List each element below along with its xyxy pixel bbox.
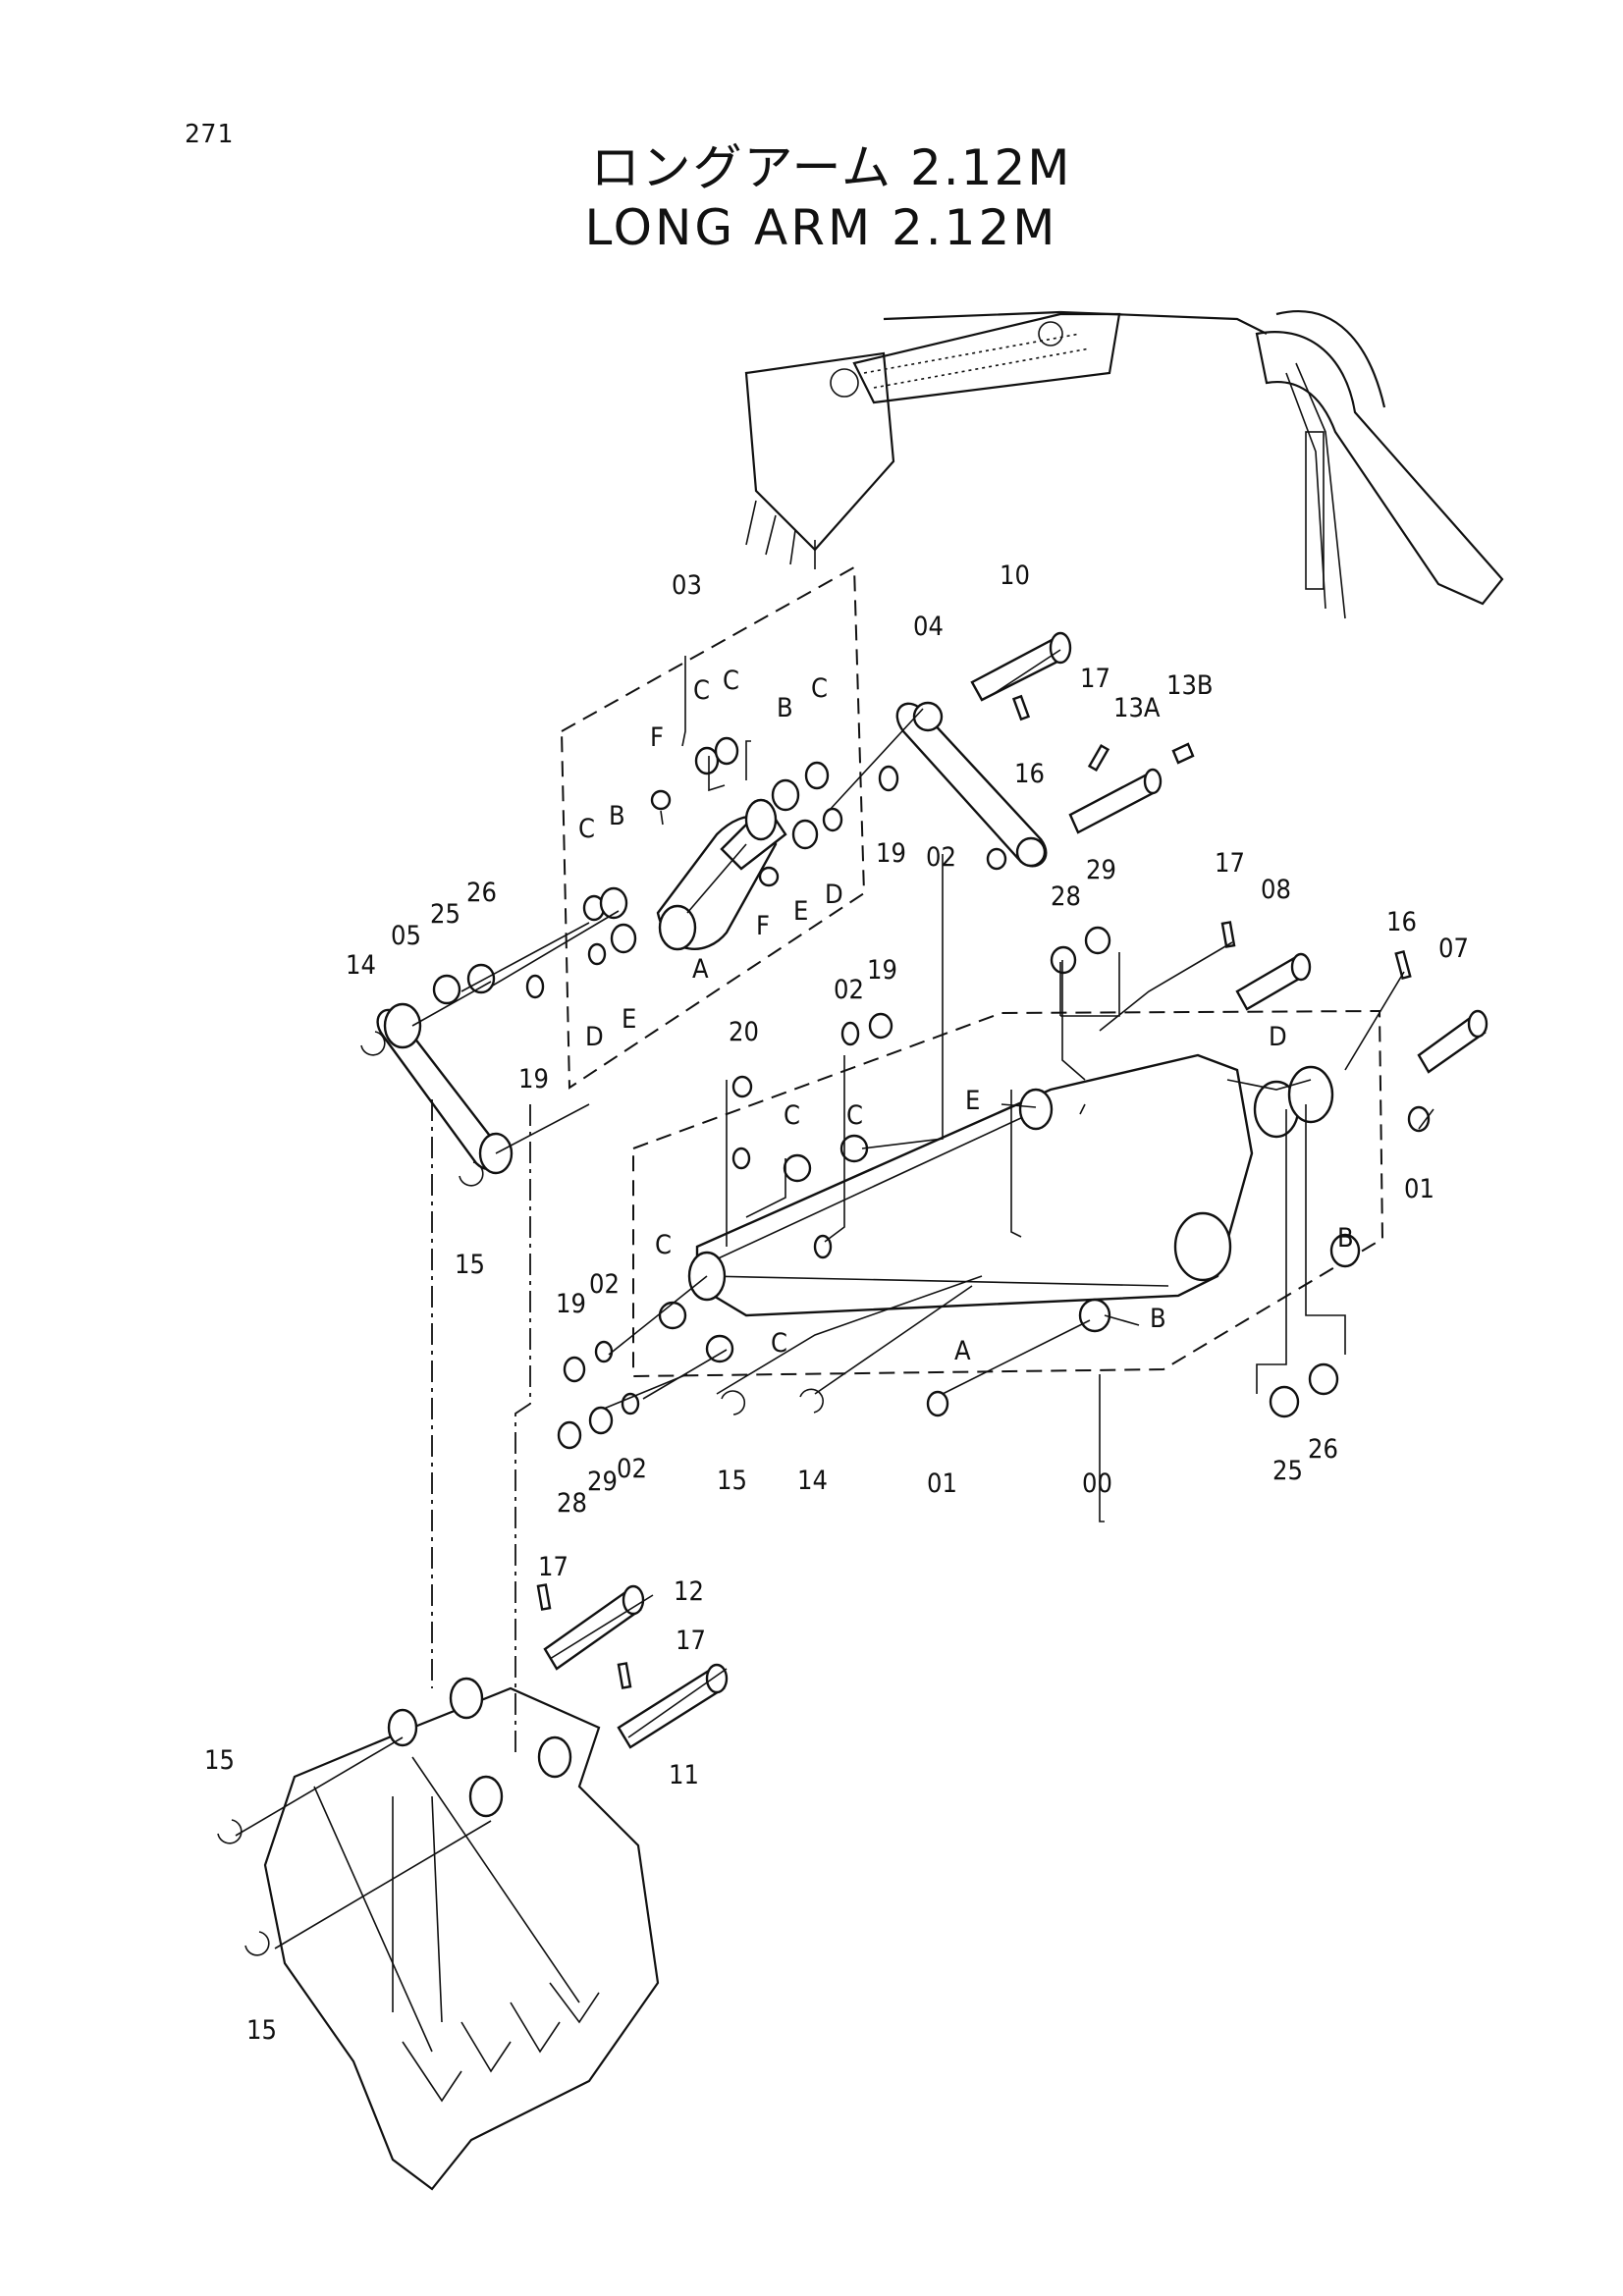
- callout-16: 16: [1386, 907, 1417, 937]
- callout-25: 25: [1272, 1456, 1303, 1486]
- callout-17: 17: [1215, 848, 1245, 879]
- title-block: ロングアーム 2.12M LONG ARM 2.12M: [0, 137, 1623, 257]
- pin-13a-illustration: [1068, 742, 1195, 834]
- callout-19: 19: [876, 838, 906, 869]
- pin-12-illustration: [543, 1584, 645, 1671]
- callout-01: 01: [927, 1468, 957, 1499]
- callout-17: 17: [538, 1552, 568, 1582]
- callout-15: 15: [246, 2015, 277, 2046]
- callout-c: C: [771, 1328, 787, 1359]
- callout-26: 26: [1308, 1434, 1338, 1465]
- callout-14: 14: [797, 1466, 828, 1496]
- callout-d: D: [585, 1022, 604, 1052]
- callout-b: B: [1150, 1304, 1166, 1334]
- callout-b: B: [609, 801, 625, 831]
- callout-25: 25: [430, 899, 460, 930]
- pin-10-illustration: [970, 631, 1072, 702]
- callout-02: 02: [834, 975, 864, 1005]
- callout-19: 19: [867, 955, 897, 986]
- callout-e: E: [793, 896, 808, 927]
- title-japanese: ロングアーム 2.12M: [590, 139, 1072, 196]
- callout-02: 02: [617, 1454, 647, 1484]
- callout-14: 14: [346, 950, 376, 981]
- link-04-illustration: [895, 701, 1048, 868]
- callout-04: 04: [913, 612, 944, 642]
- link-05-illustration: [376, 1002, 514, 1175]
- callout-a: A: [692, 954, 709, 985]
- callout-28: 28: [557, 1488, 587, 1519]
- assembly-leader-lines: [235, 649, 1434, 1949]
- bucket-illustration: [263, 1677, 660, 2191]
- callout-labels: 03 10 04 17 13A 13B 16 C C F B C C B E D…: [204, 561, 1469, 2046]
- callout-00: 00: [1082, 1468, 1112, 1499]
- callout-15: 15: [204, 1745, 235, 1776]
- page-number: 271: [185, 120, 234, 149]
- callout-19: 19: [556, 1289, 586, 1319]
- callout-02: 02: [926, 842, 956, 873]
- lever-03-part-illustration: [656, 798, 787, 951]
- callout-29: 29: [587, 1467, 618, 1497]
- callout-28: 28: [1051, 881, 1081, 912]
- callout-13b: 13B: [1166, 670, 1214, 701]
- callout-16: 16: [1014, 759, 1045, 789]
- callout-f: F: [756, 911, 770, 941]
- callout-f: F: [650, 722, 664, 753]
- callout-17: 17: [1080, 664, 1110, 694]
- callout-b: B: [777, 693, 793, 723]
- callout-29: 29: [1086, 855, 1116, 885]
- small-parts-illustration: [217, 694, 1431, 1956]
- callout-02: 02: [589, 1269, 620, 1300]
- callout-05: 05: [391, 921, 421, 951]
- callout-15: 15: [455, 1250, 485, 1280]
- callout-07: 07: [1438, 934, 1469, 964]
- callout-11: 11: [669, 1760, 699, 1790]
- callout-c: C: [693, 675, 710, 706]
- arm-00-illustration: [687, 1053, 1334, 1317]
- callout-b: B: [1337, 1223, 1354, 1254]
- callout-13a: 13A: [1113, 693, 1161, 723]
- callout-c: C: [655, 1230, 672, 1260]
- callout-e: E: [965, 1086, 980, 1116]
- callout-10: 10: [1000, 561, 1030, 591]
- callout-08: 08: [1261, 875, 1291, 905]
- pin-07-illustration: [1417, 1009, 1488, 1074]
- assembly-03-outline: [560, 565, 866, 1090]
- callout-26: 26: [466, 878, 497, 908]
- callout-c: C: [784, 1100, 800, 1131]
- callout-03: 03: [672, 570, 702, 601]
- callout-20: 20: [729, 1017, 759, 1047]
- callout-19: 19: [518, 1064, 549, 1095]
- callout-a: A: [954, 1336, 971, 1366]
- callout-01: 01: [1404, 1174, 1434, 1204]
- callout-12: 12: [674, 1576, 704, 1607]
- callout-c: C: [578, 814, 595, 844]
- callout-e: E: [622, 1004, 636, 1035]
- callout-d: D: [1269, 1022, 1287, 1052]
- callout-c: C: [811, 673, 828, 704]
- callout-c: C: [846, 1100, 863, 1131]
- callout-17: 17: [676, 1626, 706, 1656]
- callout-d: D: [825, 880, 843, 910]
- callout-c: C: [723, 666, 739, 696]
- callout-15: 15: [717, 1466, 747, 1496]
- pin-08-illustration: [1235, 952, 1312, 1011]
- title-english: LONG ARM 2.12M: [584, 199, 1058, 256]
- excavator-overview-illustration: [744, 310, 1504, 619]
